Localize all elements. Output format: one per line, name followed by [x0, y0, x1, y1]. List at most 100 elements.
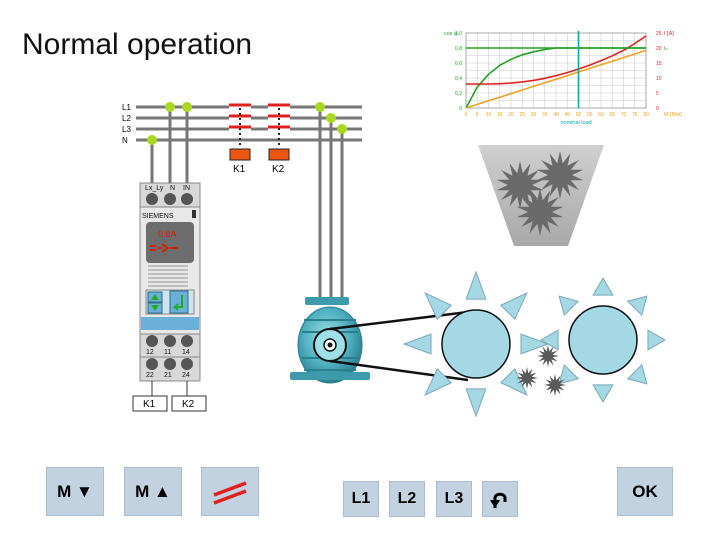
chart-x-tick: 65 — [609, 112, 615, 118]
chart-left-tick: 0,8 — [455, 46, 462, 52]
stone-icon — [516, 188, 564, 236]
contactor-k2-label: K2 — [272, 164, 285, 175]
m-down-button[interactable]: M ▼ — [46, 467, 104, 516]
l3-button[interactable]: L3 — [436, 481, 472, 517]
gear-tooth — [626, 363, 648, 385]
chart-x-tick: 40 — [553, 112, 559, 118]
relay-terminal-number: 24 — [182, 372, 190, 379]
relay-display — [146, 222, 194, 263]
chart-series-line — [465, 49, 647, 109]
relay-terminal-number: 11 — [164, 349, 171, 356]
chart-x-tick: 25 — [519, 112, 525, 118]
junction-dot — [326, 113, 336, 123]
relay-output-k2: K2 — [182, 399, 195, 410]
motor — [290, 297, 370, 384]
contactor-k1-label: K1 — [233, 164, 246, 175]
chart-x-tick: 30 — [531, 112, 537, 118]
phase-label-l1: L1 — [122, 103, 131, 112]
chart-x-tick: 75 — [632, 112, 638, 118]
chart-left-tick: 0,4 — [455, 76, 462, 82]
chart-right-tick: 0 — [656, 106, 659, 112]
chart-left-tick: 0,2 — [455, 91, 462, 97]
chart-x-tick: 35 — [542, 112, 548, 118]
chart-frame — [465, 32, 647, 109]
terminal-screw — [181, 358, 193, 370]
relay-terminal-label: IN — [183, 185, 190, 192]
relay-enter-key — [169, 290, 189, 314]
chart-x-tick: 55 — [587, 112, 593, 118]
back-button[interactable] — [482, 481, 518, 517]
gear-tooth — [540, 329, 559, 351]
gear-tooth — [499, 292, 528, 321]
l1-button[interactable]: L1 — [343, 481, 379, 517]
gear-tooth — [402, 333, 432, 355]
chart-series-line — [466, 35, 647, 85]
chart-x-tick: 10 — [486, 112, 492, 118]
terminal-screw — [181, 335, 193, 347]
chart-x-tick: 0 — [465, 112, 468, 118]
chart-x-axis-label: M [Nm] — [664, 112, 682, 118]
page-title: Normal operation — [22, 28, 253, 61]
chart-x-tick: 20 — [508, 112, 514, 118]
terminal-screw — [146, 358, 158, 370]
relay-terminal-number: 12 — [146, 349, 154, 356]
ok-button[interactable]: OK — [617, 467, 673, 516]
sprocket-icon — [516, 367, 538, 389]
chart-x-tick: 45 — [564, 112, 570, 118]
chart-left-tick: 0 — [459, 106, 462, 112]
junction-dots — [147, 102, 347, 145]
sprocket-icon — [544, 374, 566, 396]
gear-tooth — [424, 367, 453, 396]
gear-wheel-large — [402, 270, 550, 418]
gear-tooth — [424, 292, 453, 321]
relay-brand: SIEMENS — [142, 213, 174, 220]
terminal-screw — [164, 193, 176, 205]
up-arrow-icon — [151, 294, 159, 300]
chart-x-tick: 15 — [497, 112, 503, 118]
terminal-screw — [146, 335, 158, 347]
junction-dot — [182, 102, 192, 112]
gear-tooth — [592, 277, 614, 296]
relay-terminal-number: 14 — [182, 349, 190, 356]
chart-right-sublabel: Iₙ — [664, 46, 669, 52]
contactor-k2 — [268, 103, 290, 161]
gear-hub — [441, 309, 511, 379]
sprocket-icon — [537, 345, 559, 367]
chart-x-tick: 60 — [598, 112, 604, 118]
relay-terminal-number: 22 — [146, 372, 154, 379]
monitoring-relay — [139, 182, 201, 382]
relay-display-value: 0.8A — [158, 229, 177, 239]
gear-tooth — [520, 333, 550, 355]
m-up-button[interactable]: M ▲ — [124, 467, 182, 516]
relay-label-strip — [141, 317, 199, 330]
enter-arrow-icon — [172, 295, 183, 311]
small-sprockets — [516, 345, 566, 396]
gear-tooth — [465, 388, 487, 418]
relay-symbol-icon — [150, 243, 178, 253]
gear-hub — [568, 305, 638, 375]
contactor-k1 — [229, 103, 251, 161]
junction-dot — [165, 102, 175, 112]
fault-button[interactable] — [201, 467, 259, 516]
down-arrow-icon — [151, 305, 159, 311]
chart-right-tick: 15 — [656, 61, 662, 67]
gear-tooth — [592, 384, 614, 403]
relay-feed-wires — [150, 107, 189, 193]
chart-left-axis-label: cos φ — [444, 31, 458, 37]
chart-left-tick: 1,0 — [455, 31, 462, 37]
junction-dot — [147, 135, 157, 145]
chart-x-tick: 50 — [576, 112, 582, 118]
gear-tooth — [626, 295, 648, 317]
terminal-screw — [181, 193, 193, 205]
stone-icon — [536, 151, 584, 199]
relay-legend-lines — [148, 265, 188, 287]
crusher-hopper — [478, 145, 604, 246]
relay-outputs — [132, 381, 207, 412]
l2-button[interactable]: L2 — [389, 481, 425, 517]
relay-terminal-label: Lx_Ly — [145, 185, 164, 192]
phase-label-l2: L2 — [122, 114, 131, 123]
chart-bottom-label: nominal load — [561, 120, 592, 126]
chart-right-tick: 25 — [656, 31, 662, 37]
chart-right-tick: 20 — [656, 46, 662, 52]
